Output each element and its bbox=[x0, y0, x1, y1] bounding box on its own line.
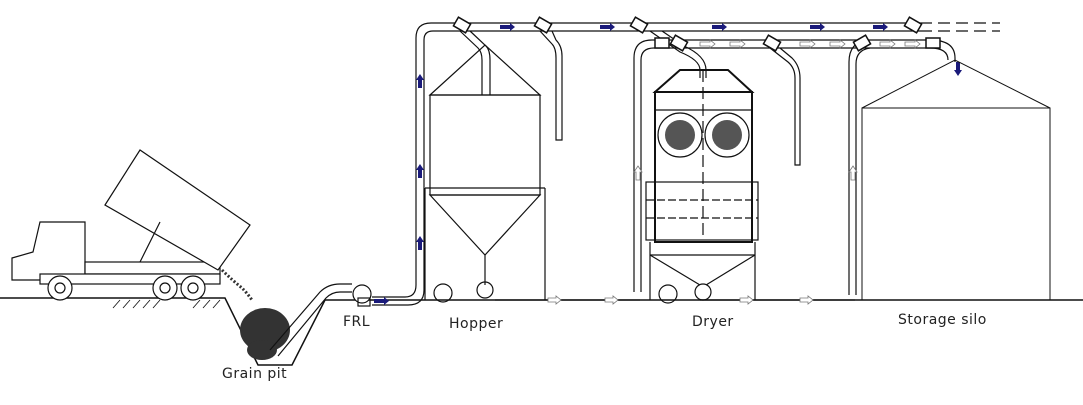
flow-arrows bbox=[374, 23, 962, 305]
hopper-label: Hopper bbox=[449, 316, 504, 332]
storage-silo-label: Storage silo bbox=[898, 312, 987, 328]
grain-pile bbox=[220, 268, 290, 360]
ground bbox=[0, 297, 1083, 366]
dryer-output-line bbox=[495, 39, 956, 301]
dryer-label: Dryer bbox=[692, 314, 734, 330]
main-conveying-line bbox=[372, 22, 1000, 306]
grain-pit-label: Grain pit bbox=[222, 366, 288, 382]
dump-truck bbox=[11, 149, 251, 301]
storage-silo bbox=[861, 59, 1051, 301]
pit-conveyor bbox=[269, 283, 352, 357]
diverter-valves bbox=[452, 16, 941, 52]
frl-blower bbox=[352, 284, 372, 307]
frl-label: FRL bbox=[343, 314, 371, 330]
dryer bbox=[645, 69, 759, 304]
hopper bbox=[424, 44, 546, 303]
